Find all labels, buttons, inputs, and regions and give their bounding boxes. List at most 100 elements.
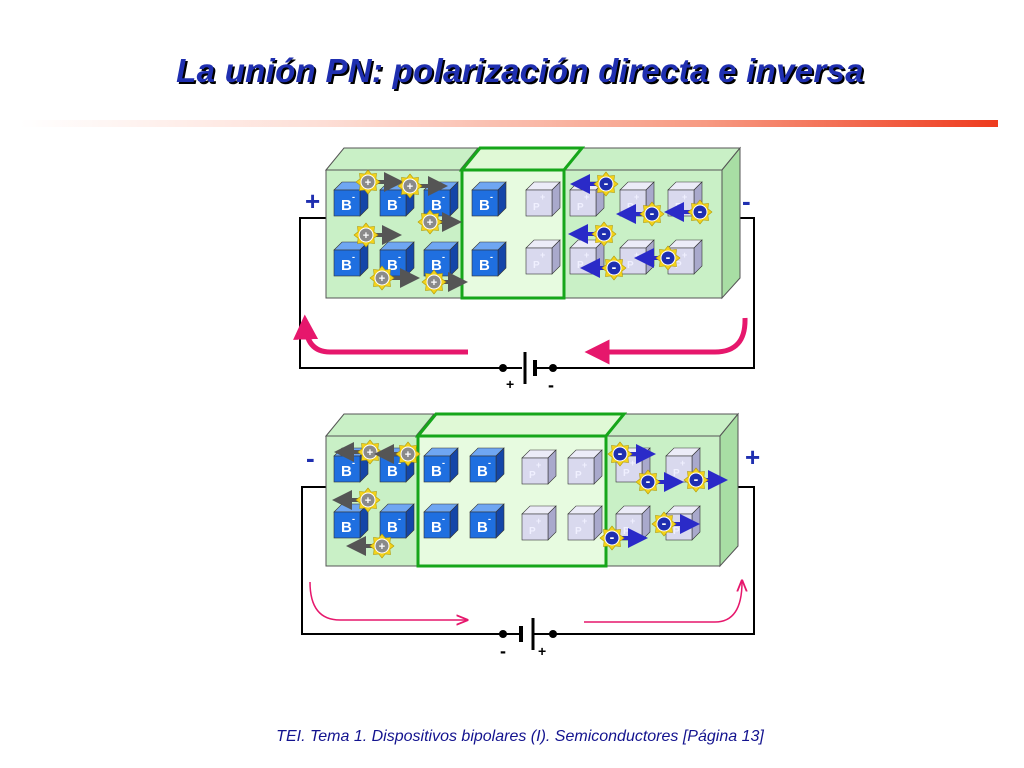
reverse-acceptor-ion-6: B- (379, 503, 415, 539)
forward-battery-left-sign: + (506, 376, 514, 392)
forward-hole-2: + (397, 173, 423, 199)
forward-acceptor-ion-1-label: B (341, 197, 352, 214)
forward-depletion-top (458, 146, 586, 172)
forward-donor-ion-2-label: P (533, 260, 540, 271)
reverse-left-terminal: - (306, 443, 315, 473)
forward-current-arrow-left (293, 314, 468, 355)
reverse-battery-right-sign: + (538, 643, 546, 659)
forward-donor-ion-3-label: P (577, 202, 584, 213)
reverse-donor-ion-8-label: P (673, 526, 680, 537)
reverse-donor-ion-6-label: P (673, 468, 680, 479)
forward-acceptor-ion-1-charge: - (352, 192, 355, 202)
reverse-hole-1-sign: + (367, 447, 373, 459)
forward-bias-diagram: + - + - B-B-B-B-B-B-B-B- P+P+P+P+P+P+P+P… (293, 146, 755, 395)
reverse-acceptor-ion-2-charge: - (398, 458, 401, 468)
forward-electron-3: - (687, 199, 713, 225)
forward-acceptor-ion-7-charge: - (490, 192, 493, 202)
reverse-donor-ion-2-label: P (575, 470, 582, 481)
forward-current-arrow-right (584, 317, 748, 365)
forward-acceptor-ion-8: B- (471, 241, 507, 277)
forward-hole-1: + (355, 169, 381, 195)
forward-donor-ion-5-label: P (627, 202, 634, 213)
forward-acceptor-ion-5-label: B (387, 257, 398, 274)
reverse-side (719, 412, 739, 568)
slide-title: La unión PN: polarización directa e inve… (176, 52, 864, 89)
forward-hole-4-sign: + (363, 230, 369, 242)
reverse-acceptor-ion-8-charge: - (488, 514, 491, 524)
reverse-right-terminal: + (745, 442, 760, 472)
forward-hole-6: + (421, 269, 447, 295)
forward-acceptor-ion-4-charge: - (352, 252, 355, 262)
reverse-electron-4-sign: - (610, 529, 615, 545)
reverse-acceptor-ion-3-label: B (431, 463, 442, 480)
forward-hole-5: + (369, 265, 395, 291)
reverse-n-region-top (604, 413, 740, 437)
forward-electron-6: - (655, 245, 681, 271)
reverse-electron-3-sign: - (694, 471, 699, 487)
forward-circuit-wire-right (553, 217, 755, 369)
slide-footer: TEI. Tema 1. Dispositivos bipolares (I).… (276, 728, 764, 745)
reverse-battery-left-sign: - (500, 641, 506, 661)
reverse-donor-ion-2: P+ (567, 449, 603, 485)
reverse-acceptor-ion-6-label: B (387, 519, 398, 536)
reverse-acceptor-ion-5-charge: - (352, 514, 355, 524)
reverse-acceptor-ion-6-charge: - (398, 514, 401, 524)
reverse-acceptor-ion-4-charge: - (488, 458, 491, 468)
reverse-holes: + + + + (332, 439, 421, 559)
forward-acceptor-ion-3-charge: - (442, 192, 445, 202)
forward-side (721, 146, 741, 300)
forward-right-terminal: - (742, 186, 751, 216)
forward-acceptor-ion-8-charge: - (490, 252, 493, 262)
title-underline (20, 120, 998, 127)
forward-electrons: ------ (568, 171, 713, 281)
forward-acceptor-ion-6-charge: - (442, 252, 445, 262)
forward-donor-ion-5-charge: + (634, 192, 639, 202)
forward-electron-4-sign: - (602, 225, 607, 241)
reverse-donor-ion-4-charge: + (582, 516, 587, 526)
reverse-hole-3-sign: + (365, 495, 371, 507)
forward-acceptor-ion-3-label: B (431, 197, 442, 214)
reverse-acceptor-ion-3: B- (423, 447, 459, 483)
reverse-donor-ion-3-label: P (529, 526, 536, 537)
reverse-donor-ion-5-charge: + (630, 458, 635, 468)
reverse-donor-ion-4-label: P (575, 526, 582, 537)
reverse-electron-2: - (635, 469, 661, 495)
forward-electron-1-sign: - (604, 175, 609, 191)
reverse-electron-2-sign: - (646, 473, 651, 489)
reverse-hole-4-sign: + (379, 541, 385, 553)
forward-donor-ion-8-label: P (675, 260, 682, 271)
forward-acceptor-ion-6: B- (423, 241, 459, 277)
forward-acceptor-ion-2-label: B (387, 197, 398, 214)
forward-acceptor-ion-4-label: B (341, 257, 352, 274)
reverse-p-region-top (324, 413, 436, 437)
forward-acceptor-ion-2-charge: - (398, 192, 401, 202)
reverse-acceptor-ion-1-label: B (341, 463, 352, 480)
forward-n-region-top (562, 147, 742, 171)
reverse-hole-2: + (395, 441, 421, 467)
reverse-acceptor-ion-4: B- (469, 447, 505, 483)
reverse-electron-1-sign: - (618, 445, 623, 461)
reverse-bias-diagram: - + - + B-B-B-B-B-B-B-B- P+P+P+P+P+P+P+P… (301, 412, 760, 661)
forward-hole-1-sign: + (365, 177, 371, 189)
reverse-current-arrow-right (584, 582, 742, 623)
forward-hole-6-sign: + (431, 277, 437, 289)
reverse-donor-ion-7-charge: + (630, 516, 635, 526)
reverse-hole-2-sign: + (405, 449, 411, 461)
forward-acceptor-ion-6-label: B (431, 257, 442, 274)
reverse-acceptor-ion-5: B- (333, 503, 369, 539)
reverse-acceptor-ion-2-label: B (387, 463, 398, 480)
forward-donor-ion-7-charge: + (682, 192, 687, 202)
reverse-donor-ion-7-label: P (623, 526, 630, 537)
reverse-donor-ion-1-label: P (529, 470, 536, 481)
forward-donor-ion-4-label: P (577, 260, 584, 271)
forward-acceptor-ion-4: B- (333, 241, 369, 277)
forward-acceptor-ion-7: B- (471, 181, 507, 217)
forward-battery-right-sign: - (548, 375, 554, 395)
reverse-donor-ion-4: P+ (567, 505, 603, 541)
reverse-acceptor-ion-8: B- (469, 503, 505, 539)
forward-left-terminal: + (305, 186, 320, 216)
reverse-donor-ion-2-charge: + (582, 460, 587, 470)
reverse-acceptor-ion-8-label: B (477, 519, 488, 536)
forward-donor-ion-1-charge: + (540, 192, 545, 202)
